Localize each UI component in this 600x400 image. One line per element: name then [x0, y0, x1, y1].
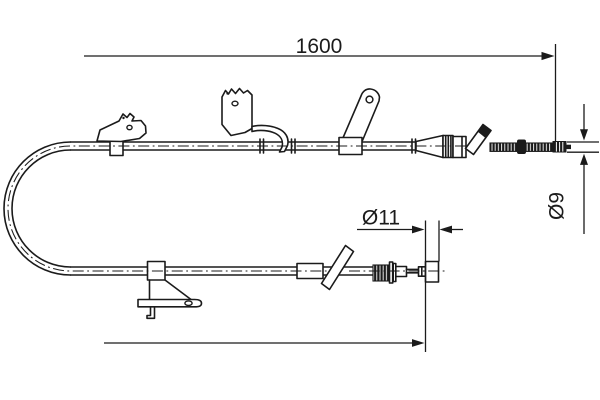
thin-rod [405, 268, 420, 274]
mounting-bracket-hook [96, 112, 147, 143]
cable-u-bend [3, 141, 72, 276]
adjuster-collar [452, 135, 467, 159]
arrowhead-down [580, 129, 588, 141]
centerline-main [7, 145, 466, 272]
dimension-label-fitting-diameter: Ø11 [362, 207, 400, 230]
flange-collar [388, 261, 394, 284]
bracket-rivet [122, 116, 125, 120]
end-stub [565, 144, 571, 150]
centerlines [7, 145, 466, 272]
dimension-label-overall-length: 1600 [296, 35, 343, 58]
arrowhead-right [541, 51, 555, 61]
mounting-bracket-plate [221, 87, 289, 154]
flag-dark-tip [477, 124, 491, 138]
dimension-rod-end-diameter: Ø9 [546, 104, 599, 234]
threaded-end-lower [372, 260, 440, 284]
dimension-label-rod-end-diameter: Ø9 [546, 192, 569, 220]
arrowhead-right [412, 339, 425, 347]
dimension-lower-length [104, 339, 425, 347]
cable-end-plate [424, 260, 440, 283]
upper-components [96, 87, 571, 159]
arrowhead-left [439, 225, 452, 234]
mounting-bracket-strap [338, 88, 381, 156]
plate-flange [251, 124, 289, 153]
foot-hole [184, 300, 193, 307]
arrowhead-up [580, 153, 588, 165]
arrowhead-right [412, 225, 425, 234]
dimension-fitting-diameter: Ø11 [357, 207, 463, 352]
mounting-bracket-foot [137, 260, 203, 320]
rod-collar [517, 139, 526, 154]
abutment-flag-upper [464, 123, 492, 156]
strap-hole [365, 95, 374, 104]
dimension-overall-length: 1600 [84, 35, 557, 141]
cable-end-nut [552, 141, 571, 153]
threaded-rod [489, 139, 553, 154]
foot-tab [146, 306, 156, 320]
u-bend-outer-line [3, 141, 72, 276]
u-bend-inner-line [11, 149, 72, 268]
lower-components [137, 244, 440, 320]
bracket-hole [126, 124, 133, 131]
abutment-flag-lower [320, 244, 355, 291]
plate-hole [231, 100, 239, 107]
plate-rivet [226, 92, 229, 95]
